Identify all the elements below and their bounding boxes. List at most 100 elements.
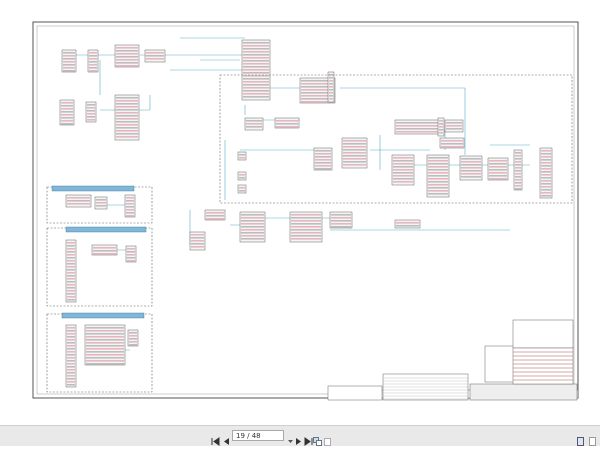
pin-row [67,272,75,274]
pin-row [116,50,138,52]
pin-row [96,202,106,204]
pin-row [428,184,448,186]
connector-block [65,194,92,208]
drawing-frame [32,21,579,399]
pin-row [315,153,331,155]
pin-row [67,269,75,271]
pin-row [541,150,551,152]
pin-row [243,75,269,77]
pin-row [243,81,269,83]
pin-row [541,192,551,194]
pin-row [126,209,134,211]
pin-row [515,185,521,187]
pin-row [93,253,116,255]
pin-row [87,110,95,112]
connector-block [513,149,523,191]
paste-icon[interactable] [323,431,332,446]
connector-block [341,137,368,169]
pin-row [241,226,264,228]
next-page-icon[interactable] [294,431,303,445]
pin-row [67,366,75,368]
pin-row [515,170,521,172]
pin-row [329,92,333,94]
page-dropdown-icon[interactable] [286,431,295,443]
pin-row [331,223,351,225]
pin-row [116,115,138,117]
pin-row [126,215,134,217]
pin-row [67,251,75,253]
pin-row [441,140,463,142]
document-viewer[interactable] [0,0,600,425]
pin-row [301,83,334,85]
pin-row [61,114,73,116]
page-number-input[interactable]: 19 / 48 [232,430,284,441]
pin-row [428,190,448,192]
pin-row [393,169,413,171]
connector-block [94,196,108,210]
connector-block [289,211,323,243]
previous-page-icon[interactable] [222,431,231,445]
pin-row [541,153,551,155]
copy-icon[interactable] [313,431,322,446]
pdf-toolbar: 19 / 48 [0,425,600,446]
pin-row [243,66,269,68]
pin-row [393,181,413,183]
pin-row [86,360,124,362]
pin-row [393,178,413,180]
connector-block [244,117,264,131]
pin-row [291,220,321,222]
pin-row [86,345,124,347]
pin-row [67,333,75,335]
pin-row [489,172,507,174]
connector-block [237,184,247,194]
pin-row [343,143,366,145]
first-page-icon[interactable] [211,431,220,446]
pin-row [86,333,124,335]
pin-row [515,188,521,190]
pin-row [428,187,448,189]
pin-row [67,275,75,277]
pin-row [116,62,138,64]
single-page-view-icon[interactable] [576,431,585,446]
pin-row [428,157,448,159]
pin-row [191,240,204,242]
connector-block [65,239,77,303]
pin-row [63,61,75,63]
connector-block [125,245,137,263]
connector-block [65,324,77,388]
pin-row [243,87,269,89]
connector-block [241,39,271,101]
pin-row [276,120,298,122]
legend-note [484,345,516,383]
pin-row [116,118,138,120]
pin-row [439,126,443,128]
pin-row [89,64,97,66]
last-page-icon[interactable] [304,431,313,446]
pin-row [243,63,269,65]
pin-row [67,299,75,301]
pin-row [126,212,134,214]
pin-row [428,160,448,162]
pin-row [393,172,413,174]
pin-row [63,52,75,54]
pin-row [246,126,262,128]
pin-row [127,248,135,250]
pin-row [87,116,95,118]
bookmark-icon[interactable] [588,431,597,446]
pin-row [129,338,137,340]
pin-row [146,52,164,54]
connector-block [391,154,415,186]
pin-row [396,122,439,124]
connector-block [204,209,226,221]
pin-row [63,55,75,57]
pin-row [393,157,413,159]
pin-row [67,248,75,250]
pin-row [489,169,507,171]
pin-row [315,168,331,170]
pin-row [61,117,73,119]
pin-row [206,218,224,220]
pin-row [315,150,331,152]
pin-row [191,246,204,248]
connector-block [327,71,335,103]
pin-row [291,232,321,234]
